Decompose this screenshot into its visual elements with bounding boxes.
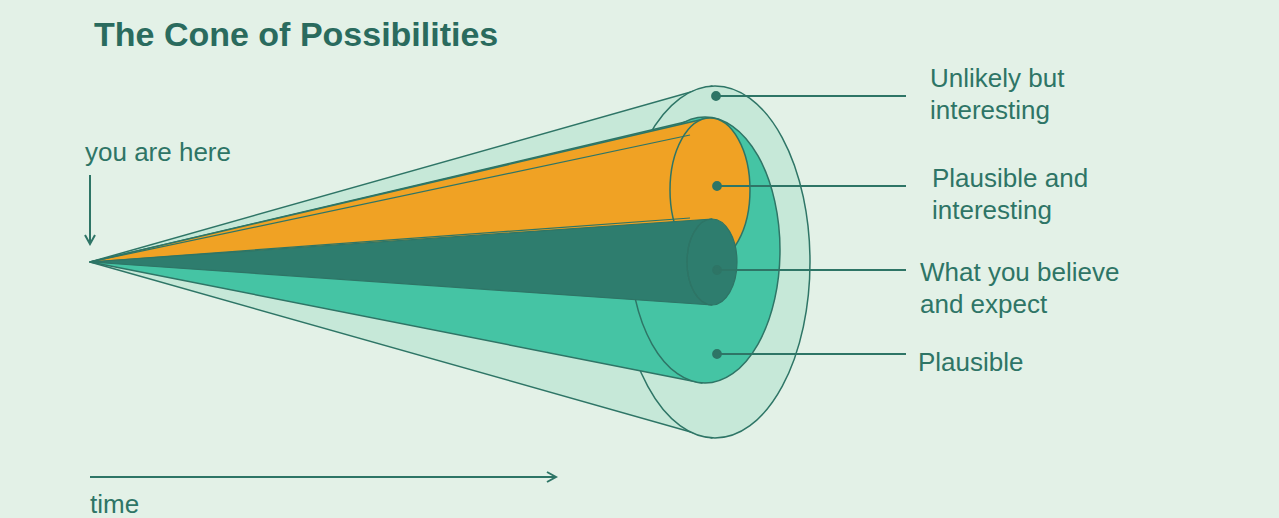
- leader-line: [716, 95, 906, 97]
- position-arrow: [89, 175, 91, 244]
- leader-line: [717, 269, 906, 271]
- layer-label: Plausible and interesting: [932, 162, 1182, 226]
- leader-line: [717, 353, 906, 355]
- diagram-title: The Cone of Possibilities: [94, 14, 498, 54]
- position-label: you are here: [85, 136, 345, 168]
- layer-label: What you believe and expect: [920, 256, 1170, 320]
- layer-label: Plausible: [918, 346, 1168, 378]
- leader-dot: [713, 182, 721, 190]
- time-arrow: [90, 476, 556, 478]
- leader-dot: [713, 266, 721, 274]
- belief-cone: [90, 219, 712, 305]
- axis-label: time: [90, 488, 290, 518]
- cone-edge: [687, 219, 712, 305]
- belief-cone-end: [687, 219, 737, 305]
- leader-line: [717, 185, 906, 187]
- leader-dot: [713, 350, 721, 358]
- leader-dot: [712, 92, 720, 100]
- layer-label: Unlikely but interesting: [930, 62, 1180, 126]
